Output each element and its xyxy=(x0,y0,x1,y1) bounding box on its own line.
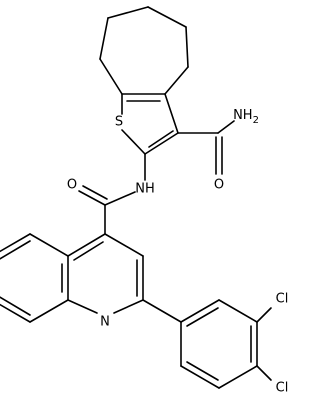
linker-nh-label: NH xyxy=(135,182,155,197)
cycloheptane-ring xyxy=(99,6,189,95)
quinoline-pyridine-ring xyxy=(67,233,144,314)
thiophene-sulfur-label: S xyxy=(115,115,123,130)
amide-linker xyxy=(78,153,146,235)
amide-nh2-label: NH2 xyxy=(233,108,259,126)
quinoline-benzo-ring xyxy=(0,233,69,323)
dichlorophenyl-ring xyxy=(142,299,272,389)
amide-oxygen-label: O xyxy=(214,178,224,193)
molecule-structure: NH2 O S NH O N Cl Cl xyxy=(0,6,289,396)
thiophene-ring xyxy=(121,93,179,155)
chlorine-upper-label: Cl xyxy=(276,292,289,307)
quinoline-nitrogen-label: N xyxy=(100,315,110,330)
chlorine-lower-label: Cl xyxy=(276,381,289,396)
carboxamide-group xyxy=(177,120,235,175)
carbonyl-oxygen-label: O xyxy=(67,178,77,193)
